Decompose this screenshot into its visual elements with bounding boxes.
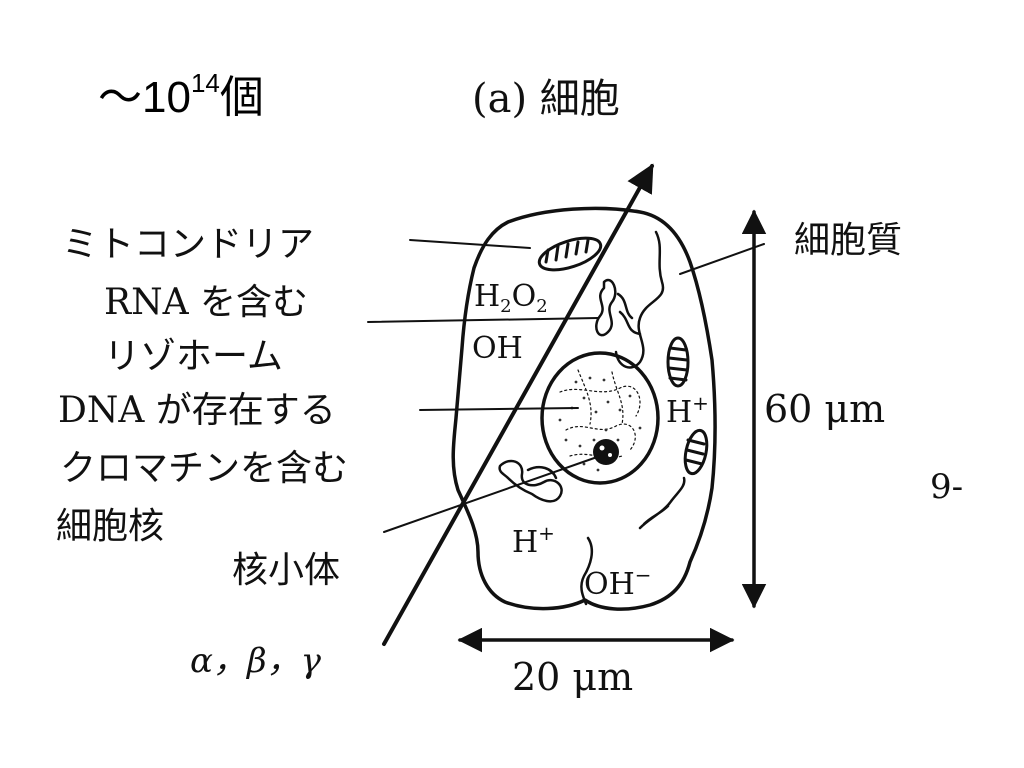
chromatin-network bbox=[559, 369, 641, 459]
reticulum-upper bbox=[595, 278, 642, 337]
dna-label-line1: DNA が存在する bbox=[58, 390, 336, 431]
dna-label-line2: クロマチンを含む bbox=[60, 448, 348, 489]
h2o2-h: H bbox=[474, 279, 500, 314]
rna-label-line1: RNA を含む bbox=[104, 282, 308, 323]
mitochondria-label: ミトコンドリア bbox=[62, 224, 314, 265]
h-plus-label-1: H+ bbox=[666, 391, 709, 430]
leader-lines bbox=[367, 239, 765, 533]
dna-label-line3: 細胞核 bbox=[56, 506, 164, 547]
cell-membrane bbox=[451, 206, 717, 611]
cytoplasm-boundary bbox=[614, 230, 665, 369]
mitochondrion-right-2 bbox=[683, 428, 709, 476]
width-dimension-label: 20 μm bbox=[512, 655, 633, 699]
mitochondrion-top bbox=[537, 236, 603, 272]
cropped-page-fragment: 9- bbox=[930, 467, 963, 507]
reticulum-lower-left bbox=[498, 459, 563, 503]
nucleolus-label: 核小体 bbox=[232, 550, 340, 591]
reticulum-lower-right bbox=[638, 476, 686, 530]
radiation-arrow bbox=[382, 163, 654, 646]
cell-count-exponent: 14 bbox=[191, 68, 220, 98]
cell-count-suffix: 個 bbox=[220, 73, 264, 122]
h-plus-1-sup: + bbox=[692, 391, 709, 415]
radiation-label: α，β，γ bbox=[190, 641, 322, 681]
oh-radical-label: OH bbox=[472, 331, 523, 366]
cytoplasm-label: 細胞質 bbox=[794, 220, 902, 261]
h2o2-label: H2O2 bbox=[474, 279, 548, 317]
nucleolus-body bbox=[593, 439, 619, 465]
nucleus bbox=[540, 351, 660, 485]
h-plus-2-base: H bbox=[512, 525, 538, 560]
cell-count-prefix: ～10 bbox=[98, 73, 191, 122]
mitochondrion-right-1 bbox=[666, 336, 690, 388]
h-plus-label-2: H+ bbox=[512, 521, 555, 560]
h2o2-o: O bbox=[512, 279, 537, 314]
h-plus-2-sup: + bbox=[538, 521, 555, 545]
h2o2-sub-2: 2 bbox=[536, 296, 547, 317]
oh-minus-sup: − bbox=[635, 563, 652, 587]
rna-label-line2: リゾホーム bbox=[104, 336, 283, 377]
panel-title: (a) 細胞 bbox=[472, 76, 620, 122]
h2o2-sub-1: 2 bbox=[500, 296, 511, 317]
height-dimension-label: 60 μm bbox=[764, 387, 885, 431]
h-plus-1-base: H bbox=[666, 395, 692, 430]
oh-minus-base: OH bbox=[584, 567, 635, 602]
lower-cytoplasm-contour bbox=[580, 536, 594, 606]
oh-minus-label: OH− bbox=[584, 563, 652, 602]
cell-count-label: ～1014個 bbox=[98, 68, 264, 122]
